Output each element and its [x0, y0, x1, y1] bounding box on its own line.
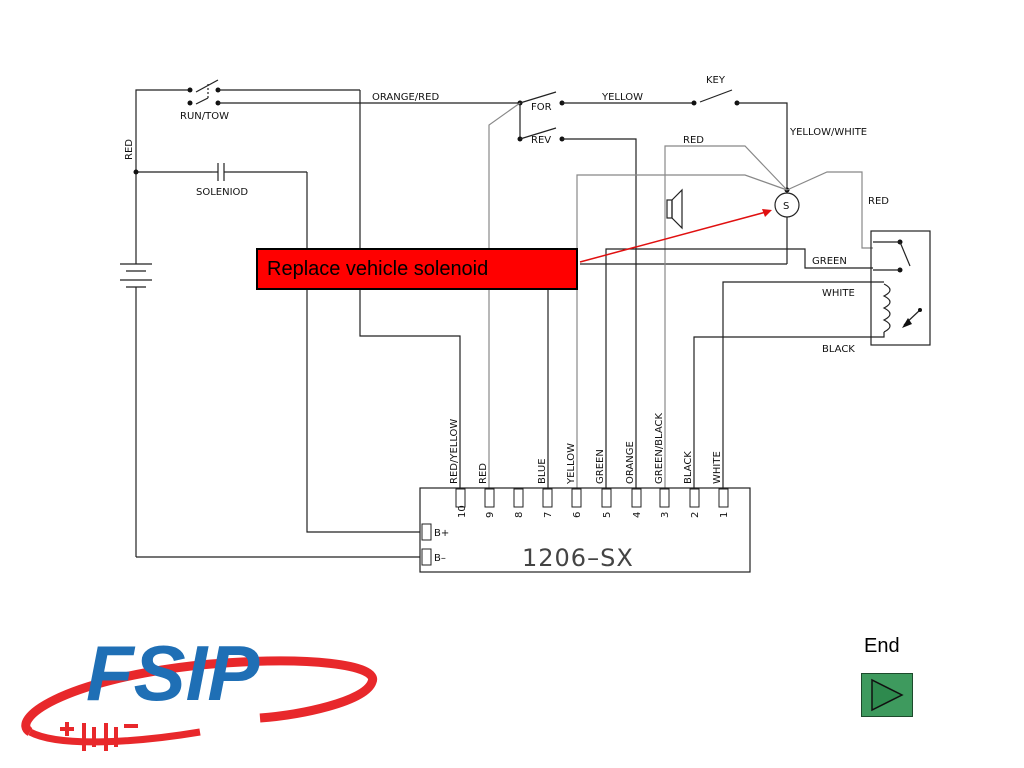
pin-1: 1 [719, 512, 730, 518]
pin-5: 5 [602, 512, 613, 518]
b-plus-label: B+ [434, 528, 449, 539]
label-key: KEY [706, 75, 726, 86]
relay-box [870, 230, 931, 346]
fsip-logo: FSIP [21, 629, 378, 751]
label-rev: REV [531, 135, 551, 146]
end-label: End [864, 635, 900, 657]
label-solenoid: SOLENIOD [196, 187, 248, 198]
pin-8: 8 [514, 512, 525, 518]
label-orange-red: ORANGE/RED [372, 92, 439, 103]
run-tow-switch [187, 79, 520, 106]
terminal-labels: RED/YELLOW RED BLUE YELLOW GREEN ORANGE … [449, 413, 723, 485]
label-green: GREEN [812, 256, 847, 267]
label-black: BLACK [822, 344, 855, 355]
controller-1206sx: 10 9 8 7 6 5 4 3 2 1 B+ B– 1206–SX [419, 487, 751, 573]
for-rev-switch [488, 91, 694, 488]
terminal-label-black: BLACK [683, 451, 694, 484]
terminal-label-green-black: GREEN/BLACK [654, 413, 665, 484]
end-button[interactable] [861, 673, 913, 717]
key-switch [691, 89, 788, 190]
battery-symbol [120, 258, 152, 296]
callout-arrow [579, 209, 772, 263]
terminal-label-green: GREEN [595, 449, 606, 484]
label-red-left: RED [124, 139, 135, 160]
label-red-top: RED [683, 135, 704, 146]
wire-labels: ORANGE/RED RUN/TOW FOR REV YELLOW KEY RE… [124, 75, 889, 355]
label-yellow: YELLOW [601, 92, 643, 103]
label-s: S [783, 201, 789, 212]
label-red-right: RED [868, 196, 889, 207]
terminal-pins [421, 488, 729, 566]
pin-7: 7 [543, 512, 554, 518]
pin-10: 10 [457, 505, 468, 518]
terminal-label-white: WHITE [712, 451, 723, 484]
label-run-tow: RUN/TOW [180, 111, 229, 122]
pin-6: 6 [572, 512, 583, 518]
terminal-label-blue: BLUE [537, 458, 548, 484]
label-yellow-white: YELLOW/WHITE [789, 127, 867, 138]
controller-model: 1206–SX [522, 544, 634, 572]
pin-2: 2 [690, 512, 701, 518]
logo-text: FSIP [86, 629, 260, 717]
replace-solenoid-callout: Replace vehicle solenoid [256, 248, 578, 290]
terminal-label-red-yellow: RED/YELLOW [449, 419, 460, 484]
terminal-label-yellow: YELLOW [566, 443, 577, 485]
pin-4: 4 [632, 512, 643, 518]
label-white: WHITE [822, 288, 855, 299]
b-minus-label: B– [434, 553, 446, 564]
pin-3: 3 [660, 512, 671, 518]
terminal-label-red: RED [478, 463, 489, 484]
battery-circuit [120, 89, 427, 558]
terminal-label-orange: ORANGE [625, 441, 636, 484]
solenoid-capacitor-symbol [212, 163, 230, 181]
horn-symbol [666, 188, 683, 230]
battery-logo-icon [60, 722, 138, 751]
play-icon [871, 678, 904, 712]
solenoid-s [576, 145, 873, 488]
pin-9: 9 [485, 512, 496, 518]
label-for: FOR [531, 102, 552, 113]
wiring-diagram: 10 9 8 7 6 5 4 3 2 1 B+ B– 1206–SX RED/Y… [120, 75, 931, 573]
